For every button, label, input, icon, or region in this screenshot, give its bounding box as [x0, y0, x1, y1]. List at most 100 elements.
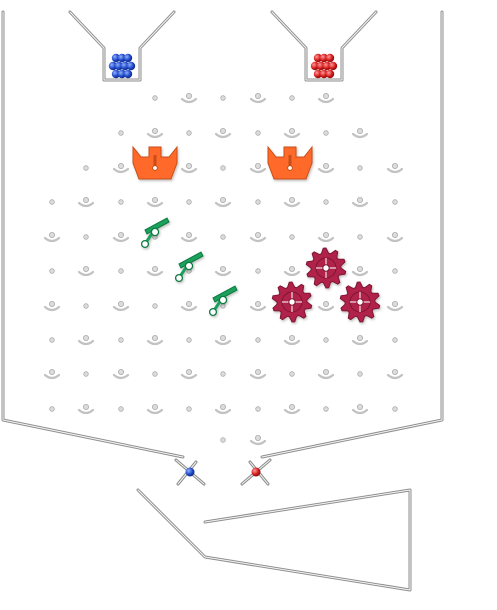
ramp-peg[interactable] — [77, 403, 95, 415]
bit-peg[interactable] — [152, 303, 158, 309]
ramp-peg[interactable] — [112, 300, 130, 312]
bit-peg[interactable] — [118, 337, 124, 343]
bit-peg[interactable] — [392, 268, 398, 274]
lever-red[interactable] — [240, 458, 272, 486]
ramp-peg[interactable] — [386, 368, 404, 380]
ramp-peg[interactable] — [249, 162, 267, 174]
bit-peg[interactable] — [220, 437, 226, 443]
blue-marble-stack[interactable] — [108, 53, 136, 79]
bit-peg[interactable] — [83, 165, 89, 171]
ramp-peg[interactable] — [214, 196, 232, 208]
bit-peg[interactable] — [49, 406, 55, 412]
ramp-peg[interactable] — [180, 162, 198, 174]
bit-peg[interactable] — [357, 165, 363, 171]
bit-peg[interactable] — [220, 95, 226, 101]
ramp-peg[interactable] — [77, 196, 95, 208]
bit-peg[interactable] — [49, 337, 55, 343]
bit-peg[interactable] — [186, 130, 192, 136]
ramp-peg[interactable] — [249, 368, 267, 380]
bit-peg[interactable] — [289, 95, 295, 101]
ramp-peg[interactable] — [214, 403, 232, 415]
ramp-peg[interactable] — [146, 334, 164, 346]
bit-peg[interactable] — [83, 234, 89, 240]
ramp-peg[interactable] — [214, 265, 232, 277]
bit-peg[interactable] — [357, 234, 363, 240]
ramp-peg[interactable] — [43, 368, 61, 380]
ramp-piece[interactable] — [208, 285, 238, 317]
ramp-peg[interactable] — [386, 231, 404, 243]
bit-peg[interactable] — [392, 337, 398, 343]
ramp-peg[interactable] — [249, 300, 267, 312]
ramp-peg[interactable] — [317, 368, 335, 380]
ramp-peg[interactable] — [317, 231, 335, 243]
bit-peg[interactable] — [323, 130, 329, 136]
bit-peg[interactable] — [220, 165, 226, 171]
bit-peg[interactable] — [357, 371, 363, 377]
bit-peg[interactable] — [118, 199, 124, 205]
ramp-peg[interactable] — [249, 434, 267, 446]
gear-bit[interactable] — [271, 281, 313, 323]
ramp-peg[interactable] — [386, 300, 404, 312]
ramp-peg[interactable] — [283, 334, 301, 346]
bit-peg[interactable] — [289, 234, 295, 240]
ramp-peg[interactable] — [386, 162, 404, 174]
bit-peg[interactable] — [255, 199, 261, 205]
ramp-peg[interactable] — [317, 300, 335, 312]
bit-peg[interactable] — [323, 406, 329, 412]
ramp-peg[interactable] — [283, 265, 301, 277]
bit-peg[interactable] — [49, 199, 55, 205]
ramp-peg[interactable] — [180, 93, 198, 104]
bit-peg[interactable] — [186, 406, 192, 412]
bit-peg[interactable] — [152, 95, 158, 101]
ramp-peg[interactable] — [43, 300, 61, 312]
bit-peg[interactable] — [255, 268, 261, 274]
ramp-peg[interactable] — [43, 231, 61, 243]
ramp-peg[interactable] — [214, 127, 232, 139]
ramp-peg[interactable] — [112, 368, 130, 380]
bit-peg[interactable] — [118, 406, 124, 412]
bit-peg[interactable] — [118, 130, 124, 136]
ramp-peg[interactable] — [146, 265, 164, 277]
bit-peg[interactable] — [49, 268, 55, 274]
ramp-peg[interactable] — [112, 162, 130, 174]
bit-peg[interactable] — [152, 371, 158, 377]
peg-grid[interactable] — [43, 93, 404, 446]
red-marble-stack[interactable] — [310, 53, 338, 79]
bit-peg[interactable] — [220, 303, 226, 309]
bit-right[interactable] — [267, 145, 313, 180]
ramp-piece[interactable] — [140, 217, 170, 249]
ramp-peg[interactable] — [283, 127, 301, 139]
ramp-peg[interactable] — [77, 265, 95, 277]
ramp-peg[interactable] — [317, 93, 335, 104]
gear-bit[interactable] — [305, 247, 347, 289]
ramp-peg[interactable] — [249, 231, 267, 243]
bit-peg[interactable] — [255, 130, 261, 136]
bit-peg[interactable] — [186, 337, 192, 343]
gear-bit[interactable] — [339, 281, 381, 323]
ramp-peg[interactable] — [112, 231, 130, 243]
bit-peg[interactable] — [83, 303, 89, 309]
bit-peg[interactable] — [83, 371, 89, 377]
lever-blue[interactable] — [174, 458, 206, 486]
bit-peg[interactable] — [392, 199, 398, 205]
ramp-peg[interactable] — [351, 334, 369, 346]
bit-peg[interactable] — [255, 406, 261, 412]
ramp-peg[interactable] — [180, 368, 198, 380]
ramp-peg[interactable] — [180, 300, 198, 312]
ramp-peg[interactable] — [351, 403, 369, 415]
bit-peg[interactable] — [220, 371, 226, 377]
ramp-peg[interactable] — [317, 162, 335, 174]
bit-peg[interactable] — [392, 406, 398, 412]
ramp-peg[interactable] — [180, 231, 198, 243]
ramp-peg[interactable] — [351, 265, 369, 277]
ramp-peg[interactable] — [146, 403, 164, 415]
ramp-peg[interactable] — [351, 196, 369, 208]
bit-peg[interactable] — [186, 199, 192, 205]
ramp-peg[interactable] — [249, 93, 267, 104]
bit-peg[interactable] — [289, 371, 295, 377]
ramp-peg[interactable] — [146, 127, 164, 139]
ramp-peg[interactable] — [214, 334, 232, 346]
ramp-peg[interactable] — [146, 196, 164, 208]
bit-peg[interactable] — [323, 199, 329, 205]
ramp-peg[interactable] — [283, 196, 301, 208]
